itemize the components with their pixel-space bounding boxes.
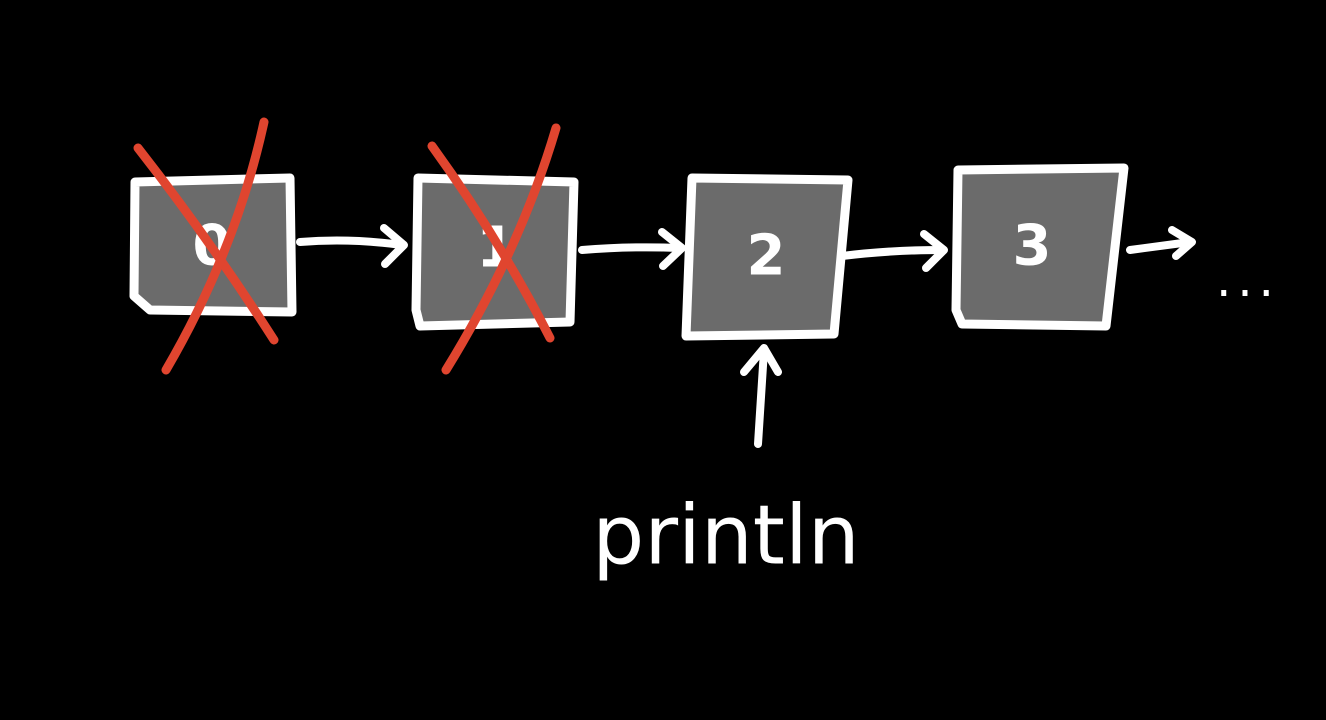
strike-node-1 <box>427 123 561 375</box>
pointer-label: println <box>592 489 859 584</box>
list-node-3: 3 <box>951 163 1129 331</box>
pointer-arrow <box>740 344 782 448</box>
node-3-label: 3 <box>1013 214 1052 279</box>
list-node-2: 2 <box>681 173 853 341</box>
node-2-box <box>681 173 853 341</box>
node-3-box <box>951 163 1129 331</box>
arrow-2-to-3 <box>838 230 948 272</box>
continuation-ellipsis: ... <box>1216 252 1280 308</box>
list-node-1: 1 <box>411 173 579 331</box>
strike-node-0 <box>133 117 279 375</box>
arrow-0-to-1 <box>296 224 408 268</box>
arrow-1-to-2 <box>578 228 686 270</box>
node-2-label: 2 <box>747 224 786 289</box>
arrow-3-to-next <box>1126 226 1196 260</box>
node-1-box <box>411 173 579 331</box>
